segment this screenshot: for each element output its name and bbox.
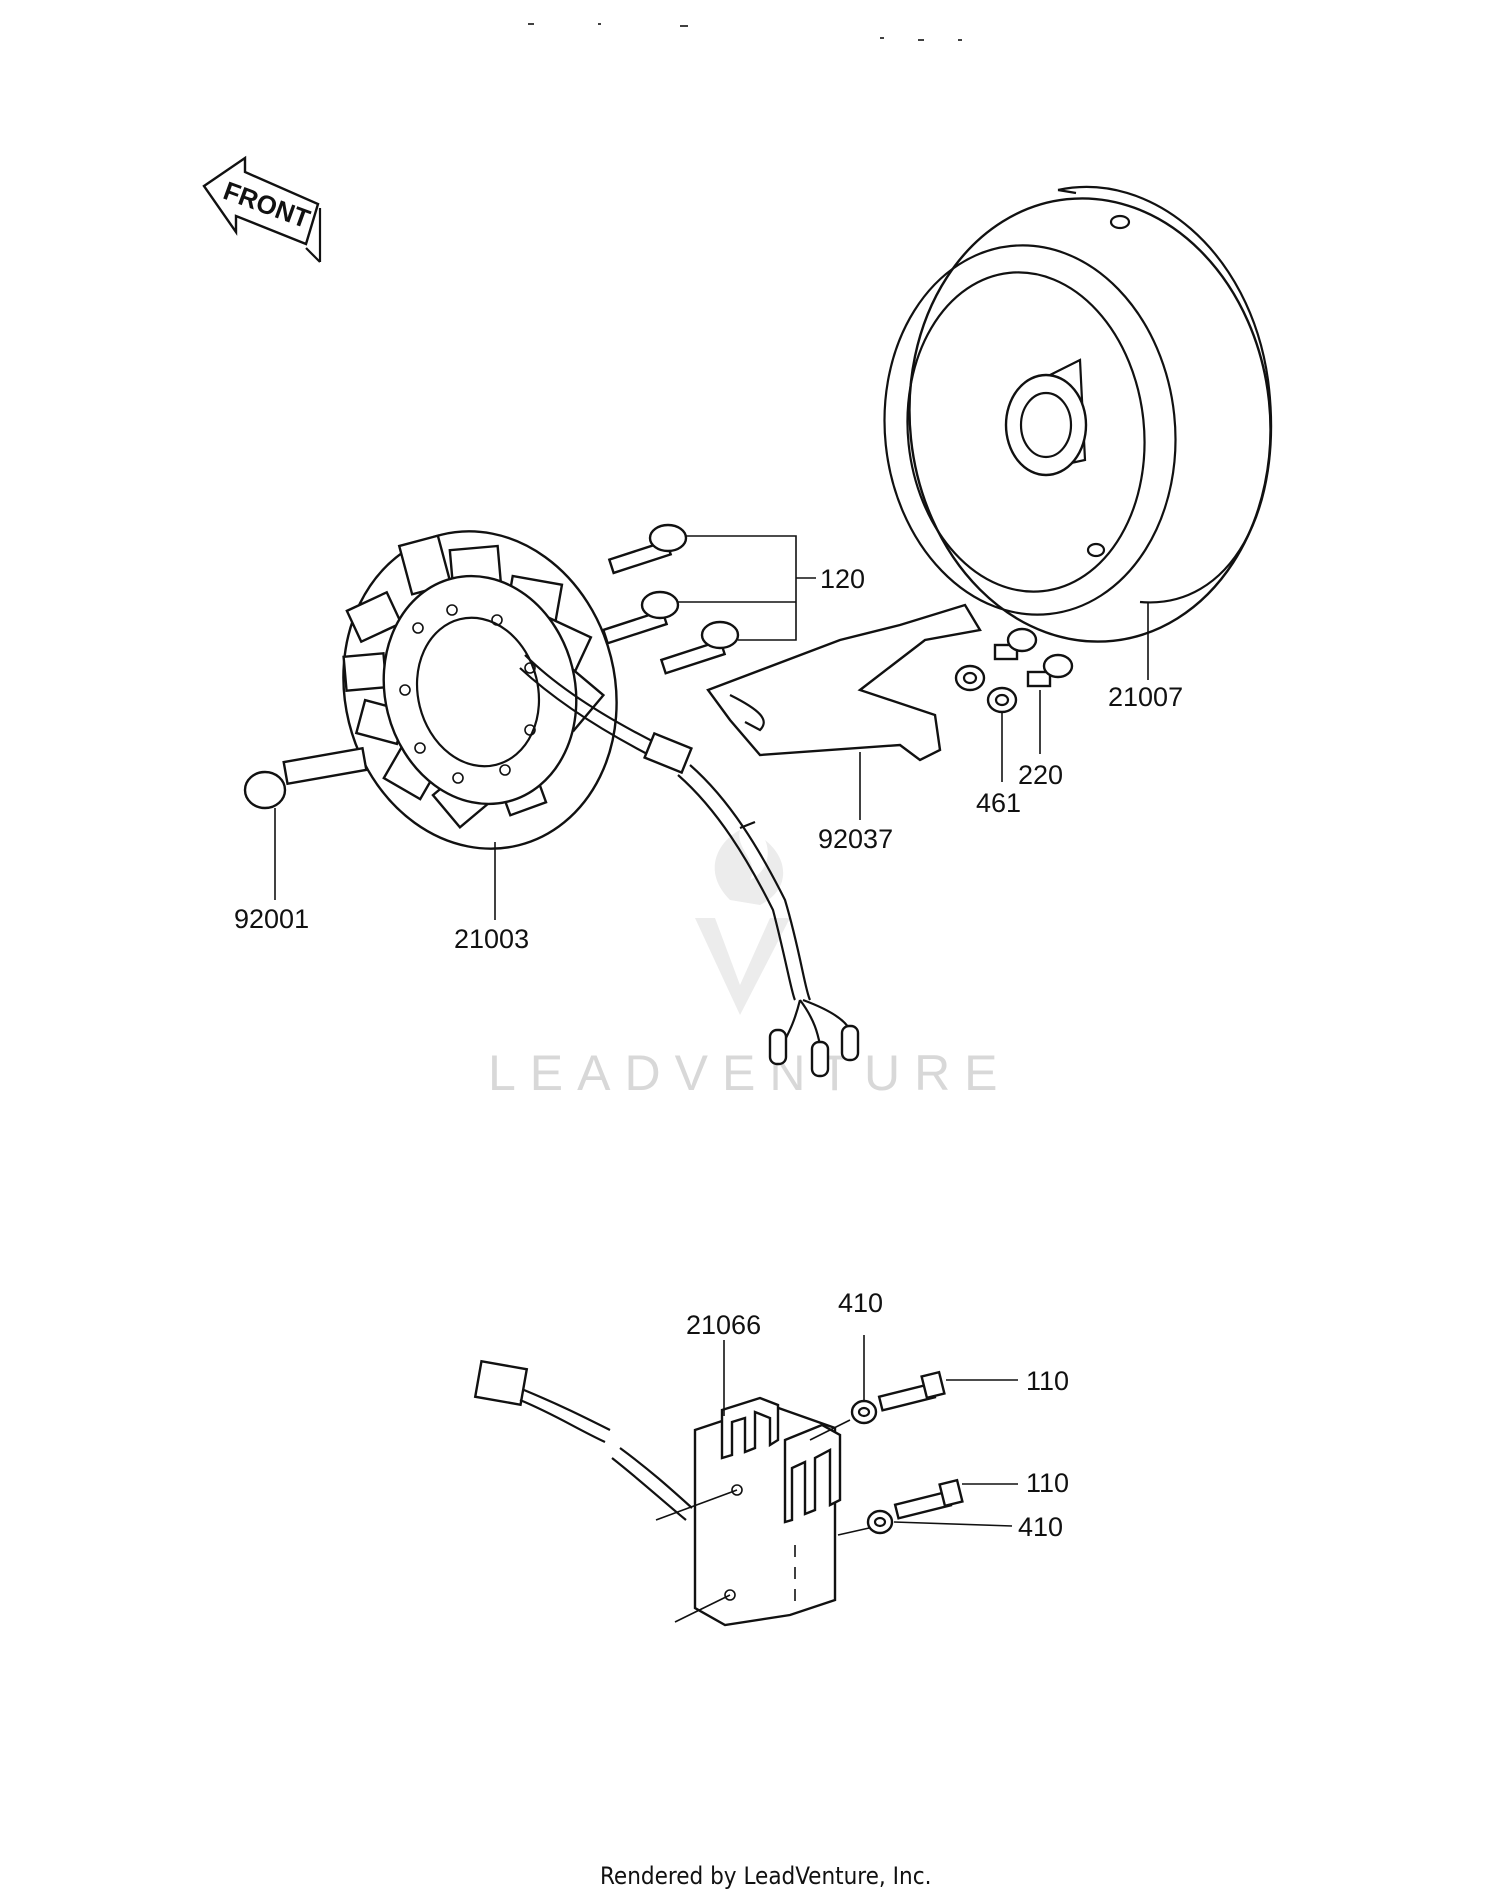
callout-92001: 92001 <box>234 904 309 934</box>
flame-watermark-icon <box>714 830 784 905</box>
regulator-wire-harness <box>473 1359 693 1521</box>
washer-icon <box>954 664 986 692</box>
callout-110-bottom: 110 <box>1026 1468 1069 1498</box>
washer-icon <box>986 686 1018 714</box>
callout-110-top: 110 <box>1026 1366 1069 1396</box>
callout-120: 120 <box>820 564 865 594</box>
screw-icon <box>607 523 688 575</box>
watermark-text: LEADVENTURE <box>488 1045 1012 1101</box>
v-watermark-icon <box>695 918 790 1015</box>
callout-21003: 21003 <box>454 924 529 954</box>
washer-icon <box>850 1399 878 1425</box>
connector-icon <box>473 1359 529 1407</box>
leadventure-watermark: LEADVENTURE <box>488 830 1012 1101</box>
callout-labels: 120 21007 220 461 92037 92001 21003 2106… <box>234 564 1183 1542</box>
callout-21007: 21007 <box>1108 682 1183 712</box>
bolt-icon <box>1026 670 1052 688</box>
callout-21066: 21066 <box>686 1310 761 1340</box>
screw-icon <box>659 620 740 675</box>
scan-specks <box>528 23 962 41</box>
callout-461: 461 <box>976 788 1021 818</box>
screw-icon <box>601 590 680 645</box>
rotor-part <box>883 185 1273 643</box>
screw-set-120 <box>601 523 816 675</box>
washer-icon <box>866 1509 894 1535</box>
fastener-group-461-220 <box>954 627 1074 782</box>
fastener-group-410-110 <box>850 1335 1018 1535</box>
footer-credit: Rendered by LeadVenture, Inc. <box>600 1862 931 1890</box>
bolt-92001-icon <box>243 746 368 900</box>
regulator-part <box>655 1340 879 1627</box>
bracket-part <box>706 603 982 820</box>
callout-410-top: 410 <box>838 1288 883 1318</box>
stator-part <box>342 530 618 850</box>
stator-wire-harness <box>519 654 860 1078</box>
callout-410-bottom: 410 <box>1018 1512 1063 1542</box>
callout-92037: 92037 <box>818 824 893 854</box>
callout-220: 220 <box>1018 760 1063 790</box>
front-arrow-icon: FRONT <box>202 155 322 263</box>
